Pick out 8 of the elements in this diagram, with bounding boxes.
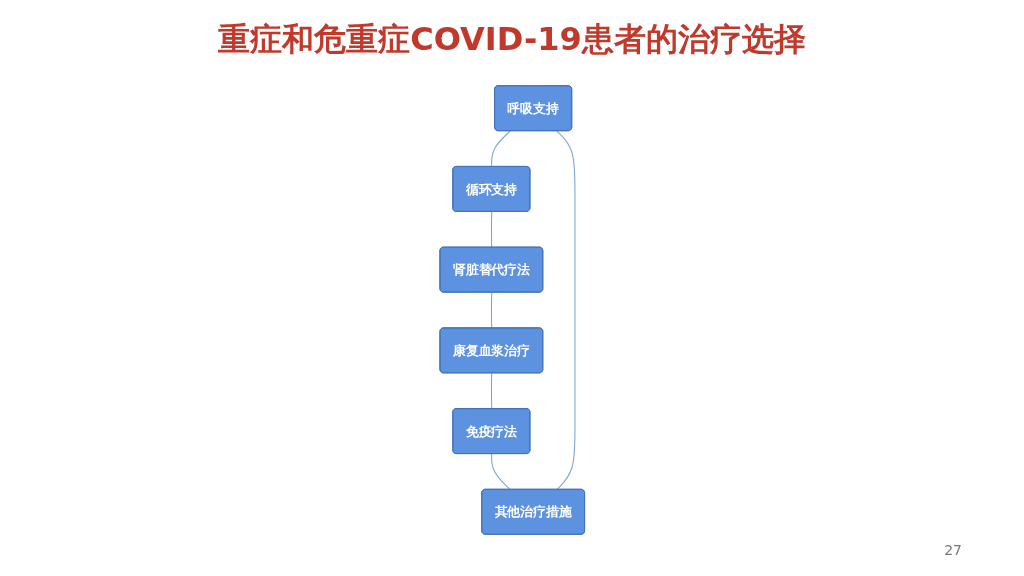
connector bbox=[490, 211, 492, 249]
connector bbox=[490, 453, 511, 491]
connector bbox=[490, 372, 492, 410]
title: 重症和危重症COVID-19患者的治疗选择 bbox=[217, 19, 807, 60]
connector bbox=[490, 130, 511, 168]
connector bbox=[556, 130, 576, 491]
connector bbox=[490, 291, 492, 329]
page-number: 27 bbox=[944, 542, 962, 558]
